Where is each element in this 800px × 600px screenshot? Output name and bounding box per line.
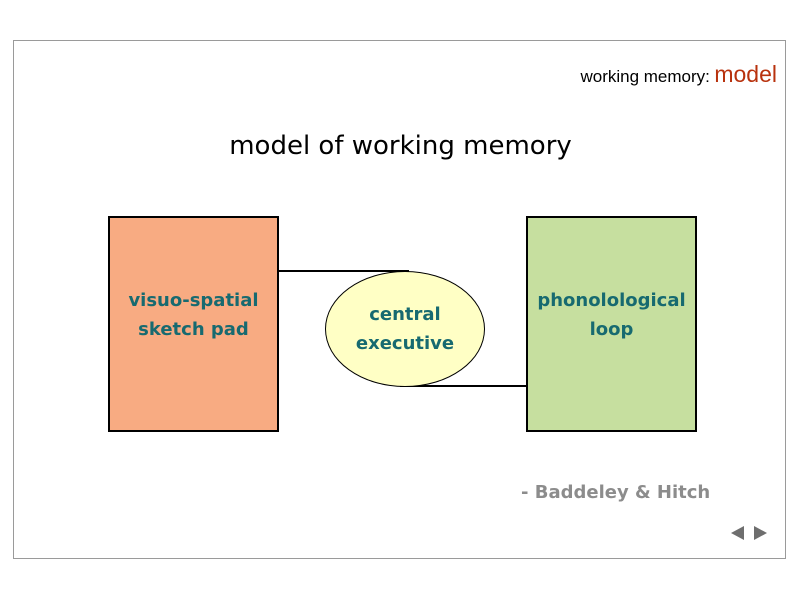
box-label-line1: phonolological (537, 290, 686, 311)
ellipse-label: central executive (356, 300, 454, 358)
ellipse-label-line2: executive (355, 333, 455, 354)
phonological-loop-box: phonolological loop (526, 216, 697, 432)
box-label: phonolological loop (537, 218, 685, 430)
triangle-left-icon[interactable] (729, 524, 747, 542)
ellipse-label-line1: central (369, 304, 441, 325)
slide-header: working memory: model (580, 61, 777, 88)
slide: working memory: model model of working m… (13, 40, 786, 559)
visuo-spatial-sketch-pad-box: visuo-spatial sketch pad (108, 216, 279, 432)
box-label-line2: sketch pad (138, 319, 249, 340)
attribution-credit: - Baddeley & Hitch (521, 482, 711, 503)
slide-navigation (729, 524, 769, 542)
header-accent: model (714, 61, 777, 87)
central-executive-ellipse: central executive (325, 271, 485, 387)
header-prefix: working memory: (580, 67, 710, 86)
box-label-line2: loop (589, 319, 634, 340)
connector-bottom (400, 385, 527, 387)
triangle-right-icon[interactable] (751, 524, 769, 542)
box-label: visuo-spatial sketch pad (128, 218, 258, 430)
connector-top (279, 270, 409, 272)
box-label-line1: visuo-spatial (128, 290, 259, 311)
slide-title: model of working memory (229, 131, 572, 161)
